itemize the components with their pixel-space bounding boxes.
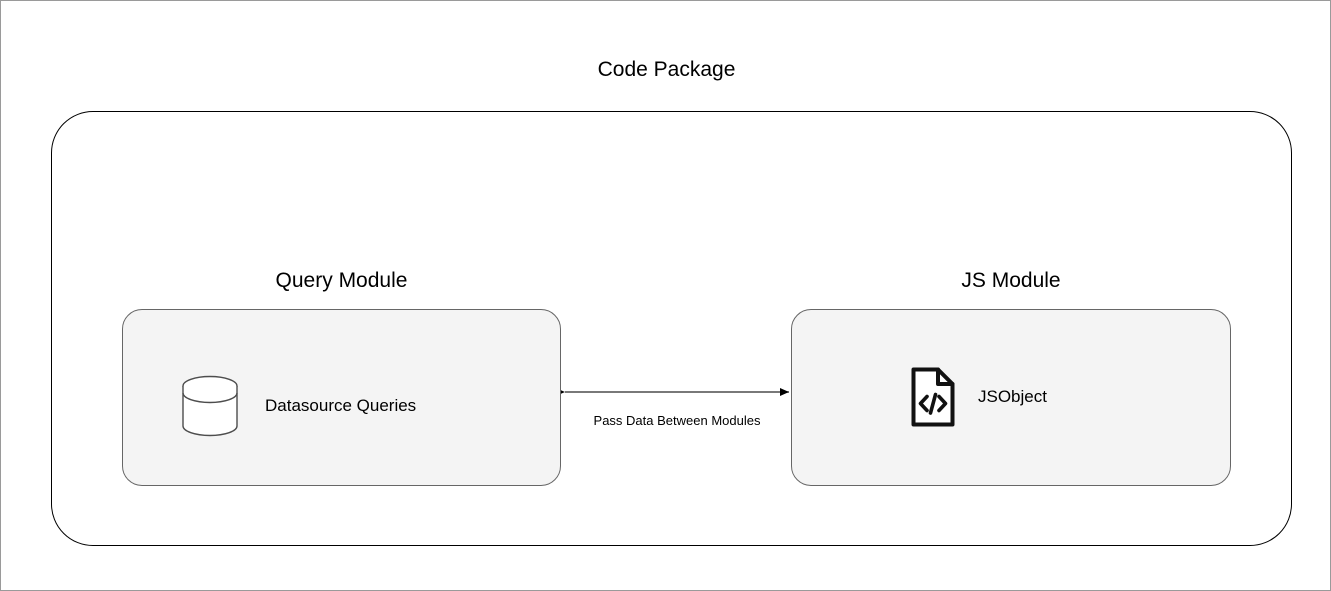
js-module-content: JSObject bbox=[792, 310, 1230, 485]
package-title: Code Package bbox=[597, 58, 736, 81]
query-module-group: Query Module Datasource Queries bbox=[122, 267, 561, 486]
query-module-content: Datasource Queries bbox=[123, 310, 560, 485]
database-cylinder-icon bbox=[182, 375, 238, 437]
js-module-group: JS Module JSObject bbox=[791, 267, 1231, 486]
datasource-queries-node[interactable]: Datasource Queries bbox=[180, 374, 416, 438]
js-module-box: JSObject bbox=[791, 309, 1231, 486]
query-module-title: Query Module bbox=[275, 269, 408, 292]
pass-data-arrow bbox=[561, 388, 789, 396]
datasource-queries-label: Datasource Queries bbox=[265, 396, 417, 415]
jsobject-label: JSObject bbox=[978, 387, 1047, 406]
query-module-box: Datasource Queries bbox=[122, 309, 561, 486]
pass-data-label: Pass Data Between Modules bbox=[593, 413, 761, 428]
jsobject-node[interactable]: JSObject bbox=[910, 366, 1047, 428]
code-file-icon bbox=[911, 367, 955, 427]
js-module-title: JS Module bbox=[961, 269, 1061, 292]
